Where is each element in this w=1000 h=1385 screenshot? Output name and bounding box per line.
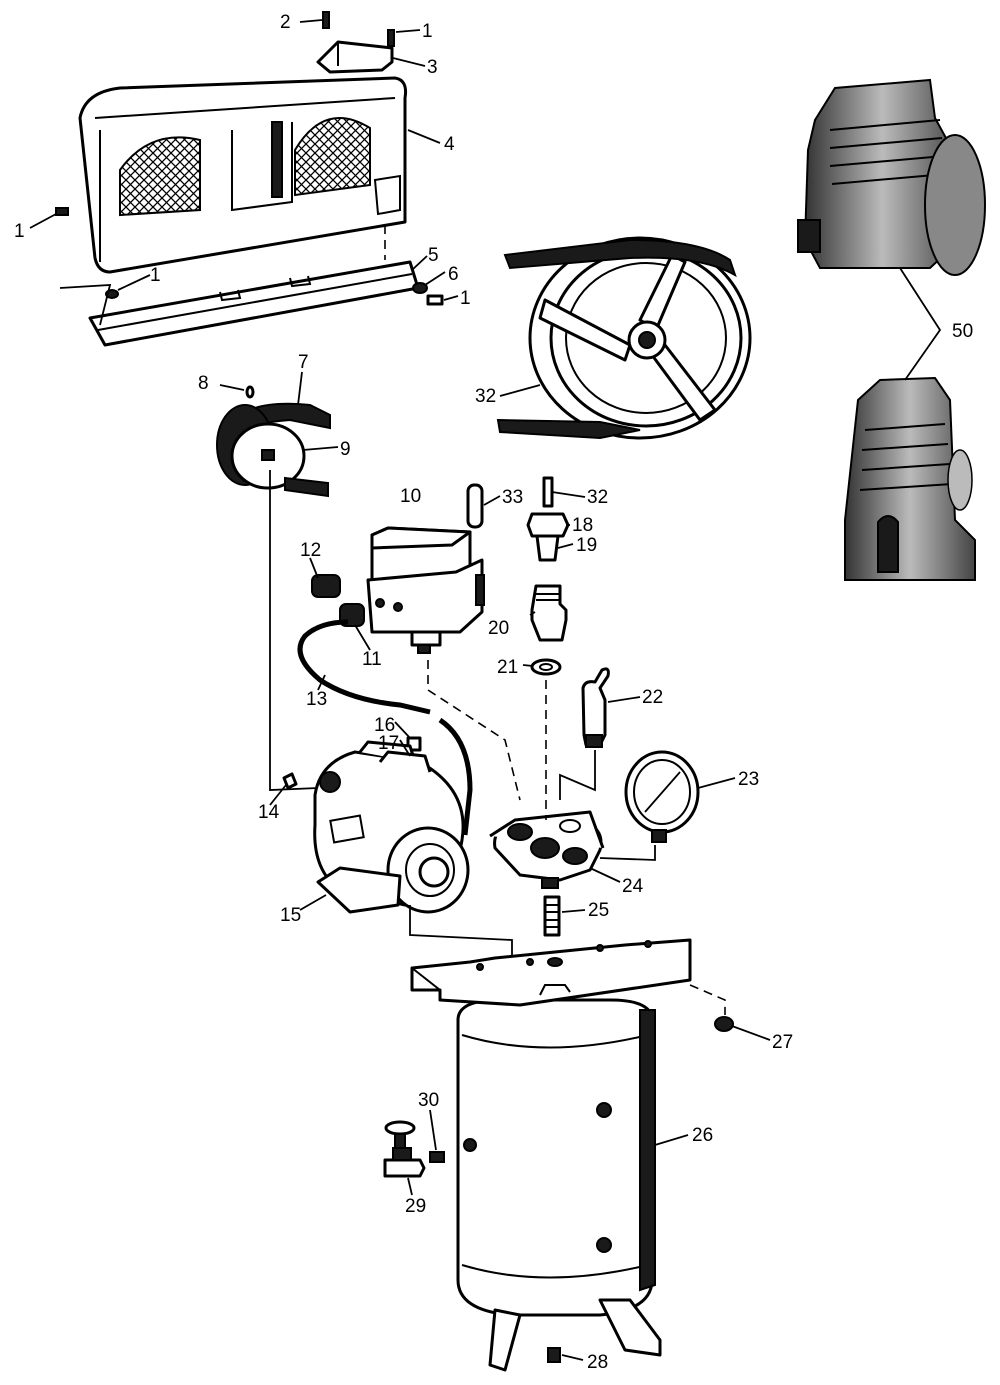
flywheel-pulley — [496, 236, 752, 440]
label-part-28: 28 — [587, 1352, 608, 1373]
air-receiver-tank-26 — [456, 998, 662, 1372]
fitting-19 — [535, 534, 560, 562]
pump-head-lower — [844, 376, 976, 581]
pressure-switch — [366, 526, 485, 654]
label-part-26: 26 — [692, 1125, 713, 1146]
gasket-21 — [530, 658, 562, 676]
label-part-20: 20 — [488, 618, 509, 639]
label-part-17: 17 — [378, 733, 399, 754]
platform-to-nut-line — [689, 984, 726, 1015]
tank-mount-platform — [410, 938, 692, 1007]
drain-valve-29 — [383, 1120, 426, 1178]
safety-valve-22 — [581, 667, 610, 748]
label-part-12: 12 — [300, 540, 321, 561]
nut-18 — [526, 512, 570, 538]
label-part-5: 5 — [428, 245, 439, 266]
label-part-10: 10 — [400, 486, 421, 507]
label-part-29: 29 — [405, 1196, 426, 1217]
tank-manifold-24 — [489, 810, 605, 889]
label-part-50: 50 — [952, 321, 973, 342]
label-part-30: 30 — [418, 1090, 439, 1111]
nipple-25 — [543, 895, 561, 937]
label-part-1-mid: 1 — [150, 265, 161, 286]
switch-to-manifold-line — [427, 660, 521, 801]
label-part-2: 2 — [280, 12, 291, 33]
label-part-1-left: 1 — [14, 221, 25, 242]
connector-12 — [311, 574, 341, 598]
label-part-19: 19 — [576, 535, 597, 556]
nipple-30 — [429, 1151, 445, 1163]
label-part-32-tube: 32 — [587, 487, 608, 508]
guard-bracket-line — [59, 284, 112, 326]
label-part-14: 14 — [258, 802, 280, 823]
fitting-33 — [466, 483, 484, 529]
guard-base-rail — [88, 260, 420, 347]
screw-1-right — [426, 294, 444, 306]
label-part-32-flywheel: 32 — [475, 386, 496, 407]
label-part-3: 3 — [427, 57, 438, 78]
gauge-to-manifold-line — [599, 845, 656, 861]
leader-lines — [29, 19, 771, 1361]
screw-2 — [322, 11, 330, 29]
label-part-11: 11 — [362, 649, 382, 670]
screw-1-left — [55, 207, 69, 216]
label-part-23: 23 — [738, 769, 759, 790]
label-part-15: 15 — [280, 905, 301, 926]
label-part-18: 18 — [572, 515, 593, 536]
key-14 — [282, 772, 298, 790]
label-part-25: 25 — [588, 900, 609, 921]
label-part-33: 33 — [502, 487, 523, 508]
valve-to-manifold-line — [559, 750, 596, 800]
label-part-9: 9 — [340, 439, 351, 460]
electric-motor-15 — [313, 740, 470, 914]
label-part-22: 22 — [642, 687, 663, 708]
motor-shaft-alignment — [269, 470, 319, 791]
key-8 — [245, 385, 255, 399]
label-part-6: 6 — [448, 264, 459, 285]
nut-27 — [714, 1016, 734, 1032]
guard-bracket — [316, 40, 394, 74]
pump-head-lead-lines — [899, 267, 942, 381]
power-cord-13 — [297, 619, 473, 836]
nipple-20 — [530, 584, 568, 642]
washer-6 — [412, 282, 428, 294]
pressure-gauge-23 — [624, 750, 700, 843]
label-part-1-top: 1 — [422, 21, 433, 42]
label-part-8: 8 — [198, 373, 209, 394]
bolt-28 — [547, 1347, 561, 1363]
label-part-16: 16 — [374, 715, 395, 736]
label-part-4: 4 — [444, 134, 455, 155]
pump-head-upper — [797, 78, 986, 276]
label-part-24: 24 — [622, 876, 644, 897]
label-part-27: 27 — [772, 1032, 793, 1053]
label-part-21: 21 — [497, 657, 518, 678]
motor-pulley — [216, 402, 331, 498]
screw-1-top — [387, 29, 395, 47]
label-part-7: 7 — [298, 352, 309, 373]
belt-guard — [78, 76, 407, 274]
tube-32-lower — [542, 476, 554, 508]
label-part-1-right: 1 — [460, 288, 471, 309]
label-part-13: 13 — [306, 689, 327, 710]
motor-base-to-tank-line — [409, 905, 513, 960]
